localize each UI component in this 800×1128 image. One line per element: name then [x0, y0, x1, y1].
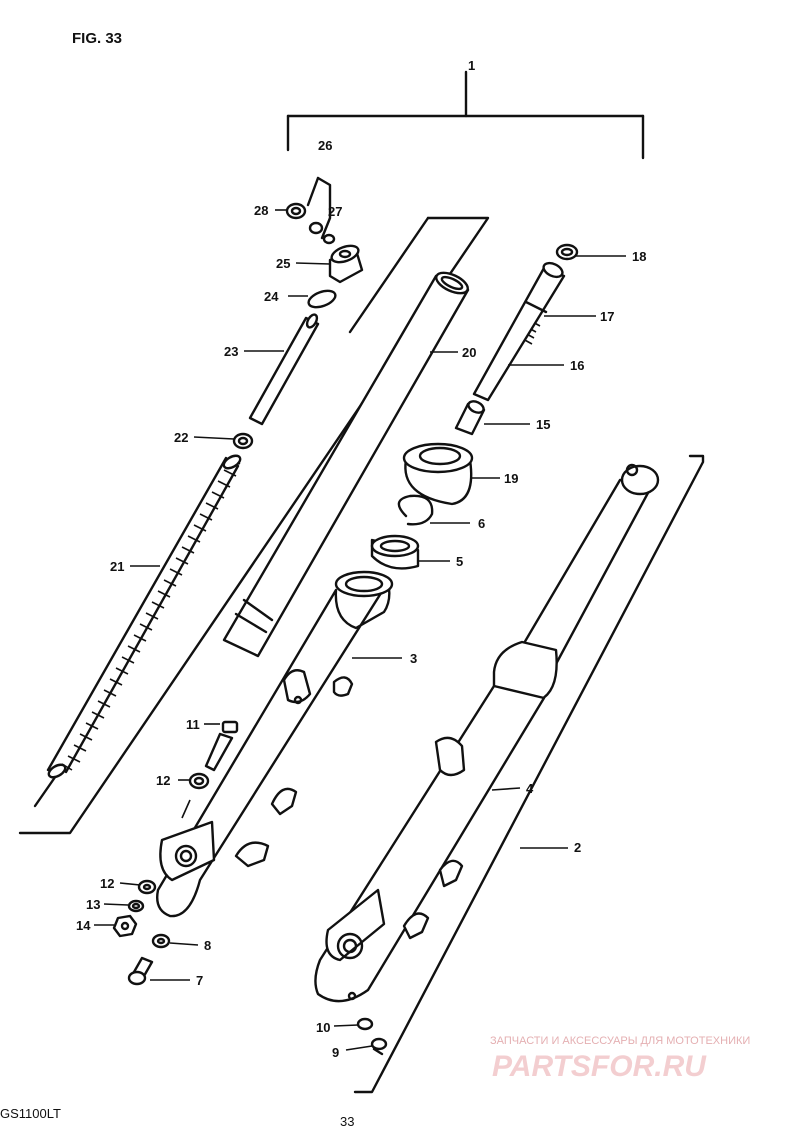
part-label: 18 — [632, 249, 646, 264]
part-label: 4 — [526, 781, 534, 796]
part-label: 10 — [316, 1020, 330, 1035]
part-label: 17 — [600, 309, 614, 324]
air-valve — [306, 176, 332, 240]
part-label: 2 — [574, 840, 581, 855]
o-ring — [307, 289, 337, 309]
cylinder-piece — [454, 400, 486, 436]
inner-tube — [222, 271, 470, 658]
part-label: 6 — [478, 516, 485, 531]
part-label: 15 — [536, 417, 550, 432]
drain-bolt — [127, 956, 154, 986]
model-code: GS1100LT — [0, 1106, 61, 1121]
outer-tube-right — [314, 463, 660, 1003]
spacer — [248, 313, 320, 426]
assembly-bracket — [286, 70, 645, 160]
part-label: 9 — [332, 1045, 339, 1060]
part-label: 25 — [276, 256, 290, 271]
washer-lower — [137, 879, 157, 895]
damper-ring — [555, 243, 579, 261]
dust-boot — [402, 442, 474, 506]
part-label: 12 — [100, 876, 114, 891]
part-label: 14 — [76, 918, 91, 933]
fork-spring — [46, 454, 242, 779]
part-label: 16 — [570, 358, 584, 373]
lock-washer — [127, 899, 145, 913]
part-label: 20 — [462, 345, 476, 360]
cap-bolt — [328, 244, 364, 284]
watermark: ЗАПЧАСТИ И АКСЕССУАРЫ ДЛЯ МОТОТЕХНИКИ PA… — [490, 1035, 750, 1083]
damper-rod — [472, 261, 566, 402]
page-number: 33 — [340, 1114, 354, 1128]
part-label: 8 — [204, 938, 211, 953]
leader-lines — [94, 209, 626, 1051]
part-label: 28 — [254, 203, 268, 218]
part-label: 24 — [264, 289, 279, 304]
part-label: 19 — [504, 471, 518, 486]
drain-gasket — [151, 933, 171, 949]
watermark-brand: PARTSFOR.RU — [492, 1050, 707, 1083]
part-label: 23 — [224, 344, 238, 359]
spring-seat — [232, 432, 254, 450]
part-label: 26 — [318, 138, 332, 153]
retaining-ring — [397, 494, 434, 526]
washer-left — [188, 772, 210, 790]
damper-bolt — [370, 1037, 388, 1056]
part-label: 21 — [110, 559, 124, 574]
part-labels: 1 2 3 4 5 6 7 8 9 10 11 12 12 13 14 15 1… — [76, 58, 646, 1060]
dashed-line-a — [181, 799, 191, 819]
part-label: 7 — [196, 973, 203, 988]
part-label: 27 — [328, 204, 342, 219]
valve-cap — [285, 202, 307, 220]
outer-tube-left — [156, 570, 394, 918]
oil-seal — [370, 534, 420, 570]
part-label: 22 — [174, 430, 188, 445]
part-label: 11 — [186, 717, 200, 732]
nut — [112, 914, 138, 938]
part-label: 12 — [156, 773, 170, 788]
damper-bolt-gasket — [356, 1017, 374, 1031]
axle-holder-bolt-left — [204, 720, 239, 772]
part-label: 3 — [410, 651, 417, 666]
figure-title: FIG. 33 — [72, 30, 122, 47]
part-label: 1 — [468, 58, 475, 73]
watermark-tagline: ЗАПЧАСТИ И АКСЕССУАРЫ ДЛЯ МОТОТЕХНИКИ — [490, 1035, 750, 1047]
part-label: 13 — [86, 897, 100, 912]
part-label: 5 — [456, 554, 463, 569]
valve-o-ring — [322, 233, 336, 245]
outer-tube-bracket — [353, 454, 705, 1094]
